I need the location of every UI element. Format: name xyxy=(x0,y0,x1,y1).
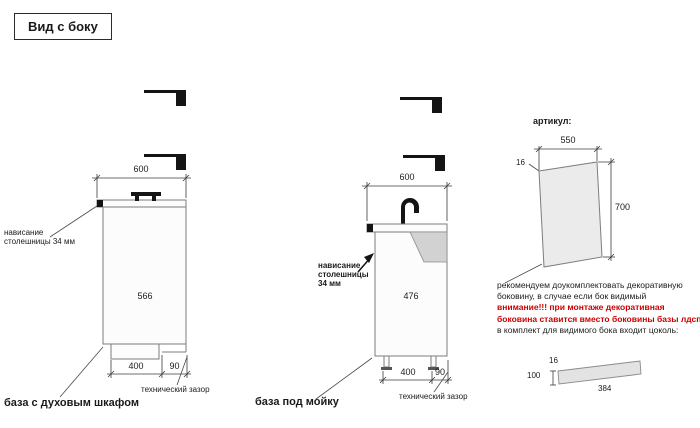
overhang-label-line3: 34 мм xyxy=(318,279,341,289)
faucet-icon xyxy=(401,198,419,224)
note-plinth-included: в комплект для видимого бока входит цоко… xyxy=(497,324,679,335)
countertop-profile-icon xyxy=(144,90,186,106)
note-recommend: рекомендуем доукомплектовать декоративну… xyxy=(497,280,683,302)
sink-bowl-section xyxy=(409,231,448,263)
dimension-line-600 xyxy=(92,174,191,198)
overhang-label-line2: столешницы xyxy=(318,270,369,280)
articul-label: артикул: xyxy=(533,116,572,126)
leader-line xyxy=(528,163,540,172)
dimension-label-566: 566 xyxy=(137,291,153,301)
dimension-label-400: 400 xyxy=(128,361,144,371)
sink-base-cabinet xyxy=(366,223,448,370)
middle-sink-base-drawing xyxy=(315,97,452,400)
dimension-label-476: 476 xyxy=(403,291,419,301)
overhang-label-line2: столешницы 34 мм xyxy=(4,237,75,247)
left-oven-base-drawing xyxy=(49,90,191,398)
overhang-arrow-icon xyxy=(357,253,374,273)
cabinet-leg xyxy=(383,355,390,368)
leader-line xyxy=(176,356,188,386)
dimension-label-600: 600 xyxy=(133,164,149,174)
leader-line xyxy=(504,263,543,284)
recommendation-notes: рекомендуем доукомплектовать декоративну… xyxy=(497,280,700,336)
decorative-panel-drawing xyxy=(504,145,642,386)
overhang-label: нависание столешницы 34 мм xyxy=(318,261,369,289)
dimension-line-700 xyxy=(598,158,615,261)
technical-gap-label: технический зазор xyxy=(141,385,210,394)
cabinet-leg xyxy=(430,355,437,368)
dimension-label-550: 550 xyxy=(560,135,576,145)
leader-line xyxy=(49,205,98,238)
dimension-line-400-90 xyxy=(379,360,452,384)
dimension-label-700: 700 xyxy=(615,202,631,212)
countertop-edge-icon xyxy=(367,224,373,232)
countertop-profile-icon xyxy=(144,154,186,170)
dimension-line-600 xyxy=(362,182,452,221)
countertop-edge-icon xyxy=(97,200,103,207)
countertop-profile-icon xyxy=(403,155,445,171)
overhang-label-line1: нависание xyxy=(318,261,361,270)
overhang-label: нависание столешницы 34 мм xyxy=(4,228,75,246)
dimension-label-90: 90 xyxy=(434,367,445,377)
dimension-label-90: 90 xyxy=(169,361,180,371)
dimension-label-600: 600 xyxy=(399,172,415,182)
view-title: Вид с боку xyxy=(14,13,112,40)
cabinet-foot xyxy=(428,367,439,370)
oven-handle-icon xyxy=(131,192,161,201)
dimension-label-400: 400 xyxy=(400,367,416,377)
cabinet-foot xyxy=(381,367,392,370)
dimension-label-16: 16 xyxy=(549,356,558,365)
dimension-line-550 xyxy=(534,145,602,170)
technical-gap-label: технический зазор xyxy=(399,392,468,401)
countertop-profile-icon xyxy=(400,97,442,113)
caption-sink-base: база под мойку xyxy=(255,396,339,408)
leader-line xyxy=(315,357,373,400)
leader-line xyxy=(433,371,449,393)
dimension-line-400-90 xyxy=(107,355,191,378)
dimension-line-100 xyxy=(550,370,556,386)
side-panel-shape xyxy=(538,161,603,268)
oven-base-cabinet xyxy=(96,199,187,360)
dimension-label-16: 16 xyxy=(516,158,525,167)
caption-oven-base: база с духовым шкафом xyxy=(4,397,139,409)
dimension-label-384: 384 xyxy=(598,384,612,393)
overhang-label-line1: нависание xyxy=(4,228,44,237)
note-warning: внимание!!! при монтаже декоративная бок… xyxy=(497,302,700,324)
leader-line xyxy=(59,346,104,398)
plinth-toe-kick xyxy=(110,343,160,360)
dimension-label-100: 100 xyxy=(527,371,541,380)
plinth-strip-shape xyxy=(557,360,642,385)
